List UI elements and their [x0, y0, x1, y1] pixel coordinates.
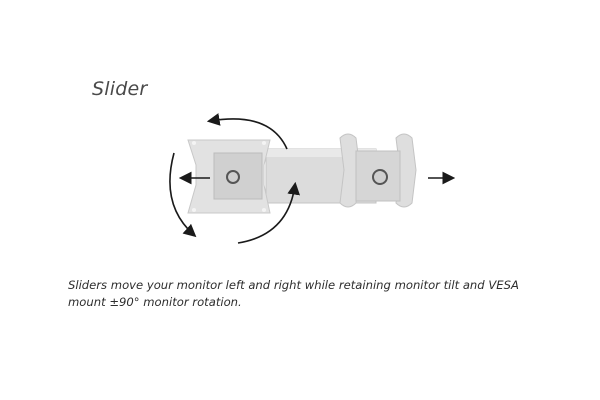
- rotation-arrows-icon: [169, 113, 301, 244]
- left-vesa-plate: [187, 139, 271, 214]
- slider-illustration: [160, 105, 460, 250]
- right-vesa-plate: [339, 133, 417, 208]
- section-title: Slider: [92, 78, 148, 100]
- section-caption: Sliders move your monitor left and right…: [68, 278, 519, 309]
